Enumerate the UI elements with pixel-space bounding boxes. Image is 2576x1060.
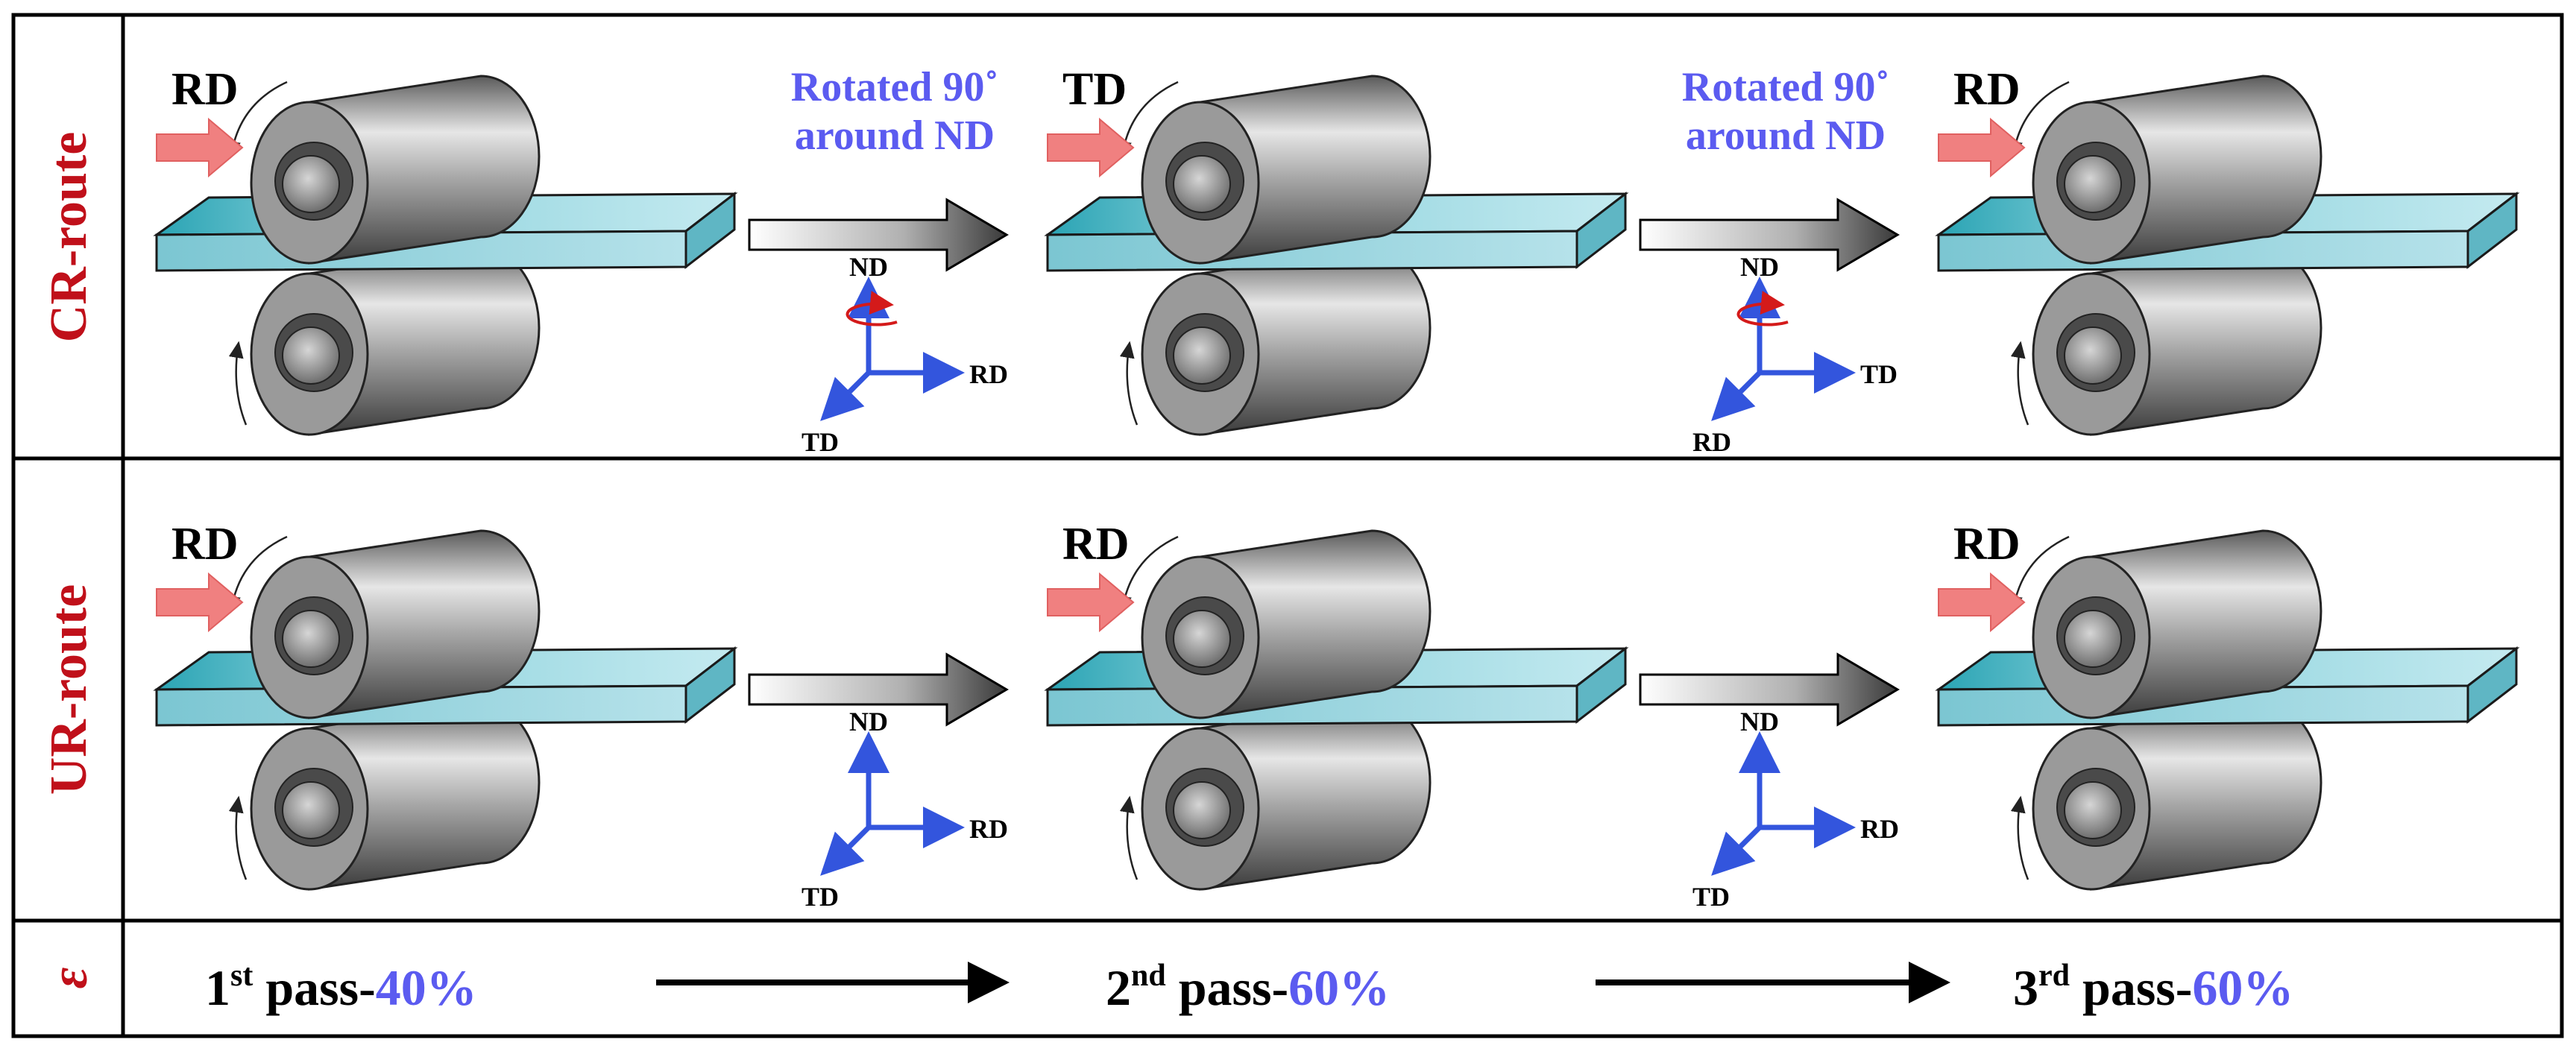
mill-r2-s1-direction-label: RD (171, 519, 239, 570)
ur-transition-2-axis-right-label: RD (1860, 814, 1899, 844)
cr-transition-1-axis-diag (820, 370, 871, 421)
pass-3-value: 60% (2192, 959, 2293, 1016)
mill-r1-s3-lower-rotation-arrow (2010, 341, 2029, 426)
mill-r2-s1-lower-rotation-arrow (228, 795, 248, 880)
pass-3: 3rd pass-60% (2013, 959, 2293, 1016)
row-label-ur: UR-route (40, 584, 98, 795)
pass-1-num: 1 (205, 959, 230, 1016)
cr-transition-2-rotation-text-2: around ND (1686, 113, 1886, 159)
cr-transition-2-axis-diag (1711, 370, 1762, 421)
ur-transition-1-axis-up-label: ND (849, 707, 888, 736)
mill-r2-s1: RD (153, 519, 738, 891)
mill-r2-s1-lower-roll (250, 701, 541, 891)
mill-r2-s3-direction-label: RD (1953, 519, 2021, 570)
mill-r1-s2-lower-rotation-arrow (1119, 341, 1139, 426)
ur-transition-2-process-arrow (1639, 652, 1900, 727)
pass-1-value: 40% (376, 959, 477, 1016)
cr-transition-1-axis-right-label: RD (969, 359, 1008, 389)
cr-transition-1-rotation-icon (845, 291, 898, 326)
mill-r1-s1: RD (153, 64, 738, 436)
ur-transition-1-axis-diag-label: TD (802, 882, 839, 912)
cr-transition-2: Rotated 90˚around ND ND TD RD (1639, 64, 1900, 457)
cr-transition-1-process-arrow (748, 198, 1009, 272)
mill-r1-s3-upper-roll (2032, 75, 2323, 265)
cr-transition-2-process-arrow (1639, 198, 1900, 272)
ur-transition-1-axis-right-label: RD (969, 814, 1008, 844)
mill-r2-s2-upper-roll (1141, 529, 1432, 719)
pass-2-sup: nd (1131, 959, 1166, 993)
ur-transition-1-process-arrow (748, 652, 1009, 727)
mill-r2-s2-lower-roll (1141, 701, 1432, 891)
pass-3-sup: rd (2038, 959, 2070, 993)
mill-r1-s1-lower-rotation-arrow (228, 341, 248, 426)
mill-r2-s2: RD (1044, 519, 1629, 891)
mill-r2-s1-upper-roll (250, 529, 541, 719)
mill-r2-s2-direction-label: RD (1062, 519, 1130, 570)
mill-r2-s3-feed-arrow (1938, 572, 2026, 633)
cr-transition-1: Rotated 90˚around ND ND RD TD (748, 64, 1009, 457)
table-frame (11, 13, 2564, 1038)
mill-r1-s2-direction-label: TD (1062, 64, 1127, 115)
strain-label: ε (41, 967, 98, 988)
mill-r1-s3-feed-arrow (1938, 117, 2026, 178)
ur-transition-2-axis-up-label: ND (1740, 707, 1779, 736)
ur-transition-1-axis-diag (820, 825, 871, 876)
mill-r1-s1-upper-roll (250, 75, 541, 265)
pass-2-value: 60% (1288, 959, 1390, 1016)
mill-r2-s3-upper-roll (2032, 529, 2323, 719)
mill-r1-s1-lower-roll (250, 246, 541, 436)
mill-r2-s3: RD (1935, 519, 2520, 891)
cr-transition-1-axis-diag-label: TD (802, 427, 839, 457)
mill-r2-s3-lower-rotation-arrow (2010, 795, 2029, 880)
mill-r1-s2-lower-roll (1141, 246, 1432, 436)
row-label-cr: CR-route (40, 132, 98, 343)
cr-transition-2-rotation-text-1: Rotated 90˚ (1682, 64, 1889, 110)
mill-r1-s1-direction-label: RD (171, 64, 239, 115)
pass-2: 2nd pass-60% (1106, 959, 1390, 1016)
mill-r2-s1-feed-arrow (156, 572, 244, 633)
ur-transition-2: ND RD TD (1639, 652, 1900, 912)
rolling-mills: RD TD RD RD RD RD (153, 64, 2520, 891)
mill-r2-s3-lower-roll (2032, 701, 2323, 891)
pass-2-text: pass- (1166, 959, 1288, 1016)
cr-transition-2-axis-diag-label: RD (1692, 427, 1731, 457)
pass-1-text: pass- (253, 959, 375, 1016)
strain-row: 1st pass-40% 2nd pass-60% 3rd pass-60% (205, 959, 2293, 1016)
mill-r1-s2-upper-roll (1141, 75, 1432, 265)
cr-transition-1-axis-up-label: ND (849, 252, 888, 282)
pass-1: 1st pass-40% (205, 959, 477, 1016)
cr-transition-2-axis-right-label: TD (1860, 359, 1898, 389)
ur-transition-2-axis-diag (1711, 825, 1762, 876)
pass-3-text: pass- (2070, 959, 2192, 1016)
mill-r2-s2-feed-arrow (1047, 572, 1135, 633)
cr-transition-1-rotation-text-1: Rotated 90˚ (791, 64, 998, 110)
pass-1-sup: st (230, 959, 253, 993)
ur-transition-2-axis-diag-label: TD (1692, 882, 1730, 912)
ur-transition-1: ND RD TD (748, 652, 1009, 912)
mill-r1-s2-feed-arrow (1047, 117, 1135, 178)
cr-transition-2-rotation-icon (1736, 291, 1789, 326)
mill-r1-s3: RD (1935, 64, 2520, 436)
mill-r1-s3-direction-label: RD (1953, 64, 2021, 115)
mill-r1-s2: TD (1044, 64, 1629, 436)
pass-2-num: 2 (1106, 959, 1131, 1016)
mill-r2-s2-lower-rotation-arrow (1119, 795, 1139, 880)
mill-r1-s1-feed-arrow (156, 117, 244, 178)
mill-r1-s3-lower-roll (2032, 246, 2323, 436)
cr-transition-2-axis-up-label: ND (1740, 252, 1779, 282)
cr-transition-1-rotation-text-2: around ND (795, 113, 995, 159)
pass-3-num: 3 (2013, 959, 2038, 1016)
